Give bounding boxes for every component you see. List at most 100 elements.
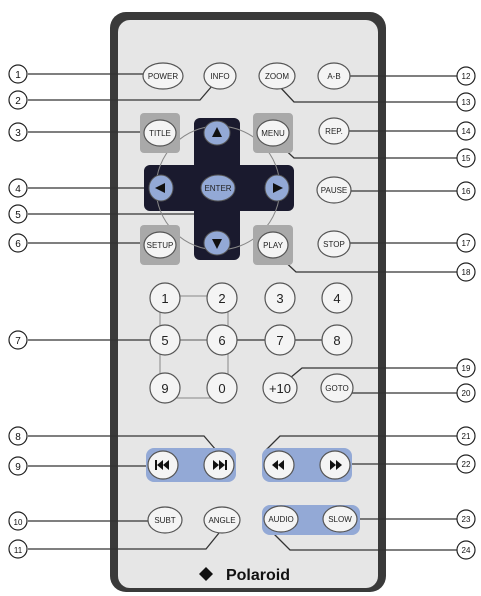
digit-2-label: 2 bbox=[218, 291, 225, 306]
title-label: TITLE bbox=[149, 129, 171, 138]
digit-6-label: 6 bbox=[218, 333, 225, 348]
digit-4-button[interactable] bbox=[321, 282, 353, 314]
pause-label: PAUSE bbox=[321, 186, 348, 195]
callout-23-circle bbox=[456, 509, 476, 529]
setup-label: SETUP bbox=[147, 241, 174, 250]
subt-label: SUBT bbox=[154, 516, 175, 525]
digit-9-label: 9 bbox=[161, 381, 168, 396]
callout-6-circle bbox=[8, 233, 28, 253]
callout-1-circle bbox=[8, 64, 28, 84]
callout-21: 21 bbox=[462, 432, 471, 441]
enter-button[interactable] bbox=[200, 174, 236, 202]
digit-6-button[interactable] bbox=[206, 324, 238, 356]
stop-button[interactable] bbox=[317, 230, 351, 258]
callout-20: 20 bbox=[462, 389, 471, 398]
slow-label: SLOW bbox=[328, 515, 352, 524]
angle-button[interactable] bbox=[203, 506, 241, 534]
callout-1: 1 bbox=[15, 70, 21, 81]
digit-5-label: 5 bbox=[161, 333, 168, 348]
callout-24-circle bbox=[456, 540, 476, 560]
digit-7-label: 7 bbox=[276, 333, 283, 348]
callout-3-circle bbox=[8, 122, 28, 142]
down-arrow-icon bbox=[212, 239, 222, 249]
rewind-icon bbox=[272, 460, 284, 470]
leader-line-8 bbox=[28, 435, 217, 451]
callout-21-circle bbox=[456, 426, 476, 446]
callout-16-circle bbox=[456, 181, 476, 201]
brand-diamond-icon bbox=[199, 567, 213, 581]
power-label: POWER bbox=[148, 72, 178, 81]
rep-button[interactable] bbox=[318, 117, 350, 145]
audio-button[interactable] bbox=[263, 505, 299, 533]
skip-next-icon bbox=[213, 460, 227, 470]
callout-15: 15 bbox=[462, 154, 471, 163]
zoom-button[interactable] bbox=[258, 62, 296, 90]
callout-4-circle bbox=[8, 178, 28, 198]
callout-14-circle bbox=[456, 121, 476, 141]
leader-line-11 bbox=[28, 532, 220, 550]
callout-3: 3 bbox=[15, 128, 21, 139]
plus10-button[interactable] bbox=[262, 372, 298, 404]
info-label: INFO bbox=[210, 72, 229, 81]
leader-line-19 bbox=[289, 367, 458, 379]
callout-22: 22 bbox=[462, 460, 471, 469]
digit-1-button[interactable] bbox=[149, 282, 181, 314]
callout-12: 12 bbox=[462, 72, 471, 81]
ab-button[interactable] bbox=[317, 62, 351, 90]
angle-label: ANGLE bbox=[208, 516, 235, 525]
goto-label: GOTO bbox=[325, 384, 348, 393]
power-button[interactable] bbox=[142, 62, 184, 90]
title-button[interactable] bbox=[143, 119, 177, 147]
ab-label: A-B bbox=[327, 72, 340, 81]
zoom-label: ZOOM bbox=[265, 72, 289, 81]
callout-16: 16 bbox=[462, 187, 471, 196]
callout-20-circle bbox=[456, 383, 476, 403]
callout-5-circle bbox=[8, 204, 28, 224]
callout-12-circle bbox=[456, 66, 476, 86]
setup-button[interactable] bbox=[143, 231, 177, 259]
menu-button[interactable] bbox=[256, 119, 290, 147]
up-arrow-icon bbox=[212, 127, 222, 137]
pause-button[interactable] bbox=[316, 176, 352, 204]
callout-13: 13 bbox=[462, 98, 471, 107]
subt-button[interactable] bbox=[147, 506, 183, 534]
callout-19: 19 bbox=[462, 364, 471, 373]
digit-5-button[interactable] bbox=[149, 324, 181, 356]
digit-0-button[interactable] bbox=[206, 372, 238, 404]
digit-7-button[interactable] bbox=[264, 324, 296, 356]
play-button[interactable] bbox=[257, 231, 289, 259]
callout-7-circle bbox=[8, 330, 28, 350]
callout-24: 24 bbox=[462, 546, 471, 555]
audio-label: AUDIO bbox=[268, 515, 293, 524]
callout-18: 18 bbox=[462, 268, 471, 277]
leader-line-24 bbox=[273, 533, 458, 551]
digit-1-label: 1 bbox=[161, 291, 168, 306]
left-arrow-icon bbox=[155, 183, 165, 193]
slow-button[interactable] bbox=[322, 505, 358, 533]
callout-11: 11 bbox=[14, 546, 23, 555]
callout-10: 10 bbox=[14, 518, 23, 527]
right-arrow-icon bbox=[273, 183, 283, 193]
digit-8-button[interactable] bbox=[321, 324, 353, 356]
goto-button[interactable] bbox=[320, 373, 354, 403]
callout-8: 8 bbox=[15, 432, 21, 443]
callout-23: 23 bbox=[462, 515, 471, 524]
digit-2-button[interactable] bbox=[206, 282, 238, 314]
callout-8-circle bbox=[8, 426, 28, 446]
callout-2-circle bbox=[8, 90, 28, 110]
callout-13-circle bbox=[456, 92, 476, 112]
digit-9-button[interactable] bbox=[149, 372, 181, 404]
callout-14: 14 bbox=[462, 127, 471, 136]
skip-previous-icon bbox=[155, 460, 169, 470]
digit-8-label: 8 bbox=[333, 333, 340, 348]
play-label: PLAY bbox=[263, 241, 284, 250]
digit-3-label: 3 bbox=[276, 291, 283, 306]
digit-3-button[interactable] bbox=[264, 282, 296, 314]
info-button[interactable] bbox=[203, 62, 237, 90]
callout-22-circle bbox=[456, 454, 476, 474]
menu-label: MENU bbox=[261, 129, 285, 138]
callout-15-circle bbox=[456, 148, 476, 168]
callout-5: 5 bbox=[15, 210, 21, 221]
callout-17-circle bbox=[456, 233, 476, 253]
